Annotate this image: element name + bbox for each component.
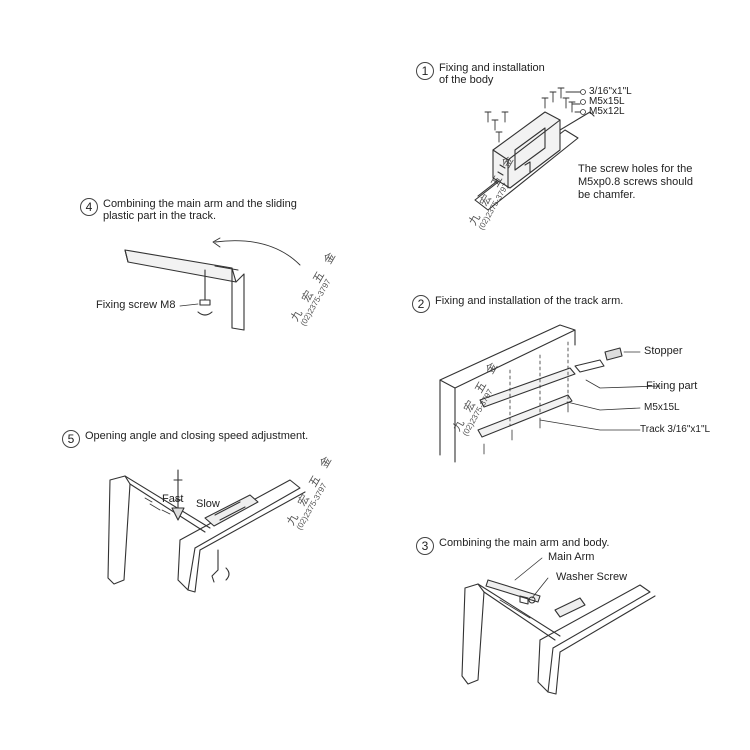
step-5-title: Opening angle and closing speed adjustme… bbox=[85, 430, 309, 442]
step1-screw-markers bbox=[580, 89, 586, 115]
step1-screws bbox=[484, 87, 581, 143]
step-4-number: 4 bbox=[80, 198, 98, 216]
fixing-part-label: Fixing part bbox=[646, 380, 698, 392]
step-1-heading: 1 Fixing and installation of the body bbox=[416, 62, 545, 86]
step-1-number: 1 bbox=[416, 62, 434, 80]
screw-label-m5x15l: M5x15L bbox=[589, 96, 625, 107]
step-3-title: Combining the main arm and body. bbox=[439, 537, 610, 549]
step-2-heading: 2 Fixing and installation of the track a… bbox=[412, 295, 623, 313]
step-5-heading: 5 Opening angle and closing speed adjust… bbox=[62, 430, 308, 448]
step5-drawing bbox=[107, 469, 306, 593]
main-arm-label: Main Arm bbox=[548, 551, 595, 563]
slow-label: Slow bbox=[196, 498, 220, 510]
step-5-number: 5 bbox=[62, 430, 80, 448]
screw-m5x15l-label: M5x15L bbox=[644, 402, 680, 413]
step-4-title: Combining the main arm and the sliding p… bbox=[103, 198, 297, 222]
screw-label-m5x12l: M5x12L bbox=[589, 106, 625, 117]
stopper-label: Stopper bbox=[644, 345, 683, 357]
step-2-title: Fixing and installation of the track arm… bbox=[435, 295, 624, 307]
fast-label: Fast bbox=[162, 493, 184, 505]
step-2-number: 2 bbox=[412, 295, 430, 313]
washer-screw-label: Washer Screw bbox=[556, 571, 628, 583]
chamfer-note: The screw holes for the M5xp0.8 screws s… bbox=[578, 163, 693, 201]
step4-track-drawing bbox=[124, 237, 301, 331]
step-3-heading: 3 Combining the main arm and body. bbox=[416, 537, 609, 555]
step3-drawing bbox=[461, 557, 656, 695]
step1-closer-body-drawing bbox=[474, 111, 595, 211]
step-3-number: 3 bbox=[416, 537, 434, 555]
fixing-screw-m8-label: Fixing screw M8 bbox=[96, 299, 176, 311]
screw-label-3-16: 3/16"x1"L bbox=[589, 86, 632, 97]
track-screw-label: Track 3/16"x1"L bbox=[640, 424, 711, 435]
step2-track-drawing bbox=[439, 324, 661, 463]
step-4-heading: 4 Combining the main arm and the sliding… bbox=[80, 198, 297, 222]
step-1-title: Fixing and installation of the body bbox=[439, 62, 545, 86]
